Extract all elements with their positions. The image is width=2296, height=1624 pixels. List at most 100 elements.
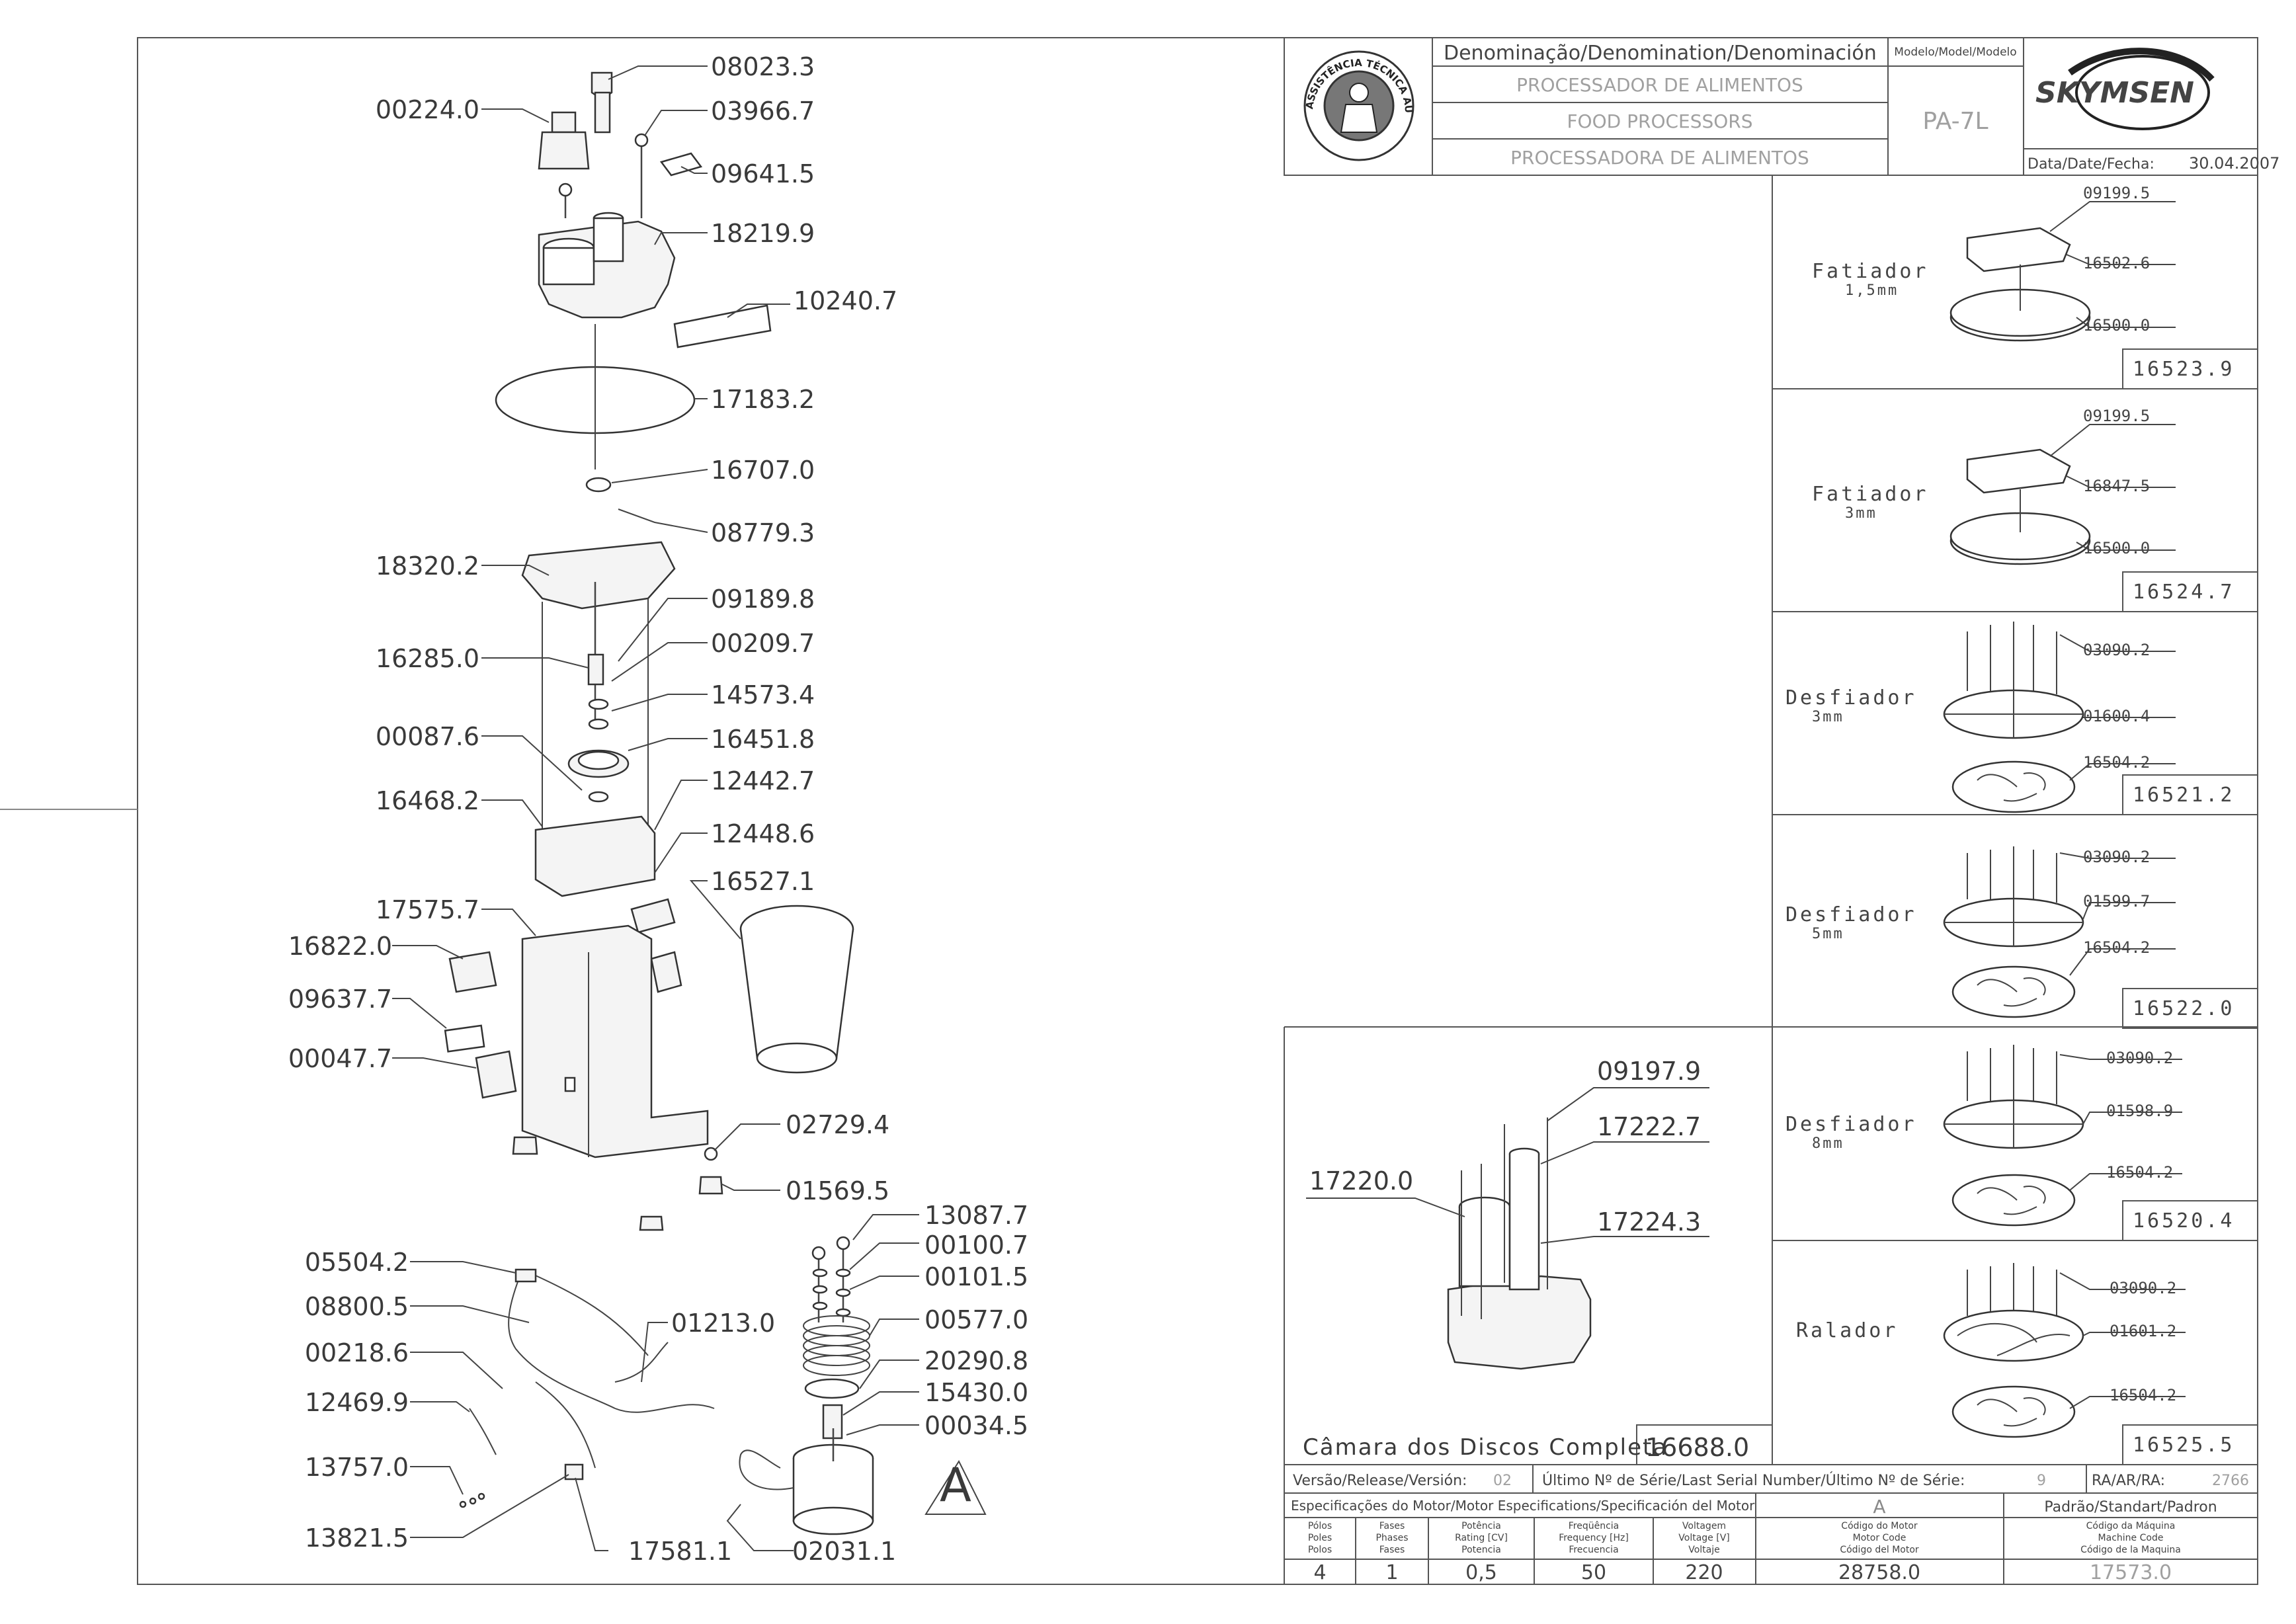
disc-part: 09199.5: [2083, 184, 2150, 202]
disc-part: 01601.2: [2110, 1322, 2176, 1340]
chamber-part: 09197.9: [1597, 1057, 1701, 1086]
disc-code: 16522.0: [2133, 997, 2234, 1020]
power-value: 0,5: [1465, 1561, 1497, 1584]
disc-part-labels: 09199.5 16502.6 16500.0 09199.5 16847.5 …: [2083, 184, 2176, 1404]
chamber-part: 17220.0: [1309, 1166, 1413, 1196]
part-label: 12442.7: [711, 766, 815, 795]
part-label: 00218.6: [305, 1338, 409, 1367]
footer-text: Versão/Release/Versión: 02 Último Nº de …: [1291, 1472, 2249, 1518]
brand-wordmark: SKYMSEN: [2035, 76, 2194, 110]
svg-text:Código do Motor: Código do Motor: [1841, 1521, 1918, 1531]
skymsen-logo: [2068, 48, 2215, 130]
part-label: 15430.0: [924, 1378, 1028, 1407]
svg-text:Potencia: Potencia: [1461, 1545, 1501, 1555]
part-label: 02729.4: [786, 1110, 889, 1139]
part-label: 13757.0: [305, 1453, 409, 1482]
svg-text:Polos: Polos: [1308, 1545, 1332, 1555]
leader-lines: [392, 65, 919, 1551]
svg-text:Frecuencia: Frecuencia: [1569, 1545, 1618, 1555]
part-label: 12448.6: [711, 819, 815, 848]
part-label: 16822.0: [288, 932, 392, 961]
disc-name: Desfiador: [1785, 903, 1917, 926]
disc-name: Fatiador: [1812, 483, 1929, 506]
product-name-en: FOOD PROCESSORS: [1567, 110, 1752, 132]
chamber-labels: 09197.9 17222.7 17220.0 17224.3 Câmara d…: [1303, 1057, 1749, 1462]
release-label: Versão/Release/Versión:: [1293, 1473, 1467, 1489]
product-name-es: PROCESSADORA DE ALIMENTOS: [1510, 147, 1809, 169]
svg-text:Pólos: Pólos: [1308, 1521, 1332, 1531]
disc-part: 03090.2: [2106, 1049, 2173, 1067]
svg-text:Motor Code: Motor Code: [1853, 1533, 1906, 1543]
date-value: 30.04.2007: [2189, 154, 2279, 173]
serial-label: Último Nº de Série/Last Serial Number/Úl…: [1542, 1472, 1965, 1489]
part-label: 00047.7: [288, 1044, 392, 1073]
disc-part: 16847.5: [2083, 477, 2150, 495]
voltage-value: 220: [1685, 1561, 1723, 1584]
disc-part: 03090.2: [2083, 641, 2150, 659]
part-label: 00224.0: [376, 95, 479, 124]
disc-grid-lines: [1284, 175, 2258, 1465]
date-label: Data/Date/Fecha:: [2028, 156, 2154, 173]
standard-label: Padrão/Standart/Padron: [2044, 1499, 2217, 1516]
part-label: 09641.5: [711, 159, 815, 188]
model-value: PA-7L: [1922, 108, 1988, 135]
ra-value: 2766: [2212, 1473, 2249, 1489]
part-label: 16707.0: [711, 456, 815, 485]
serial-value: 9: [2037, 1473, 2046, 1489]
disc-code: 16520.4: [2133, 1209, 2234, 1233]
disc-part: 03090.2: [2110, 1279, 2176, 1297]
disc-name: Desfiador: [1785, 686, 1917, 710]
part-label: 14573.4: [711, 680, 815, 710]
svg-text:Poles: Poles: [1308, 1533, 1332, 1543]
svg-text:Phases: Phases: [1375, 1533, 1408, 1543]
part-label: 03966.7: [711, 97, 815, 126]
chamber-part: 17222.7: [1597, 1112, 1701, 1141]
part-label: 17575.7: [376, 895, 479, 924]
part-label: 20290.8: [924, 1346, 1028, 1375]
svg-text:Frequency [Hz]: Frequency [Hz]: [1559, 1533, 1629, 1543]
svg-text:Voltagem: Voltagem: [1682, 1521, 1726, 1531]
part-label: 09637.7: [288, 985, 392, 1014]
part-labels: 08023.3 00224.0 03966.7 09641.5 18219.9 …: [288, 52, 1028, 1566]
disc-size: 3mm: [1845, 505, 1877, 522]
part-label: 16468.2: [376, 786, 479, 815]
svg-text:Voltage [V]: Voltage [V]: [1678, 1533, 1729, 1543]
detail-a-marker: A: [940, 1458, 971, 1512]
disc-part: 03090.2: [2083, 848, 2150, 866]
part-label: 01213.0: [671, 1309, 775, 1338]
disc-name: Fatiador: [1812, 260, 1929, 283]
chamber-code: 16688.0: [1645, 1433, 1749, 1462]
disc-part: 01598.9: [2106, 1102, 2173, 1120]
disc-part: 01599.7: [2083, 892, 2150, 911]
denomination-label: Denominação/Denomination/Denominación: [1444, 42, 1877, 65]
frequency-value: 50: [1581, 1561, 1606, 1584]
disc-part: 16504.2: [2106, 1163, 2173, 1182]
part-label: 02031.1: [792, 1537, 896, 1566]
chamber-title: Câmara dos Discos Completa: [1303, 1434, 1668, 1461]
svg-text:Código del Motor: Código del Motor: [1840, 1545, 1919, 1555]
part-label: 00034.5: [924, 1411, 1028, 1440]
svg-text:Fases: Fases: [1379, 1545, 1405, 1555]
part-label: 08800.5: [305, 1292, 409, 1321]
disc-part: 09199.5: [2083, 407, 2150, 425]
disc-part: 16500.0: [2083, 316, 2150, 335]
part-label: 17183.2: [711, 385, 815, 414]
disc-size: 1,5mm: [1845, 282, 1899, 299]
part-label: 17581.1: [628, 1537, 732, 1566]
disc-size: 8mm: [1812, 1135, 1844, 1152]
disc-part: 01600.4: [2083, 707, 2150, 725]
part-label: 00101.5: [924, 1262, 1028, 1291]
svg-text:Machine Code: Machine Code: [2098, 1533, 2164, 1543]
part-label: 16527.1: [711, 867, 815, 896]
svg-text:Voltaje: Voltaje: [1688, 1545, 1720, 1555]
disc-part: 16504.2: [2083, 938, 2150, 957]
release-value: 02: [1493, 1473, 1512, 1489]
title-block: [1284, 37, 2258, 176]
part-label: 00209.7: [711, 629, 815, 658]
motor-letter: A: [1873, 1496, 1885, 1518]
svg-text:Fases: Fases: [1379, 1521, 1405, 1531]
disc-code: 16524.7: [2133, 581, 2234, 604]
part-label: 13821.5: [305, 1523, 409, 1553]
disc-code: 16525.5: [2133, 1434, 2234, 1457]
disc-size: 5mm: [1812, 926, 1844, 942]
